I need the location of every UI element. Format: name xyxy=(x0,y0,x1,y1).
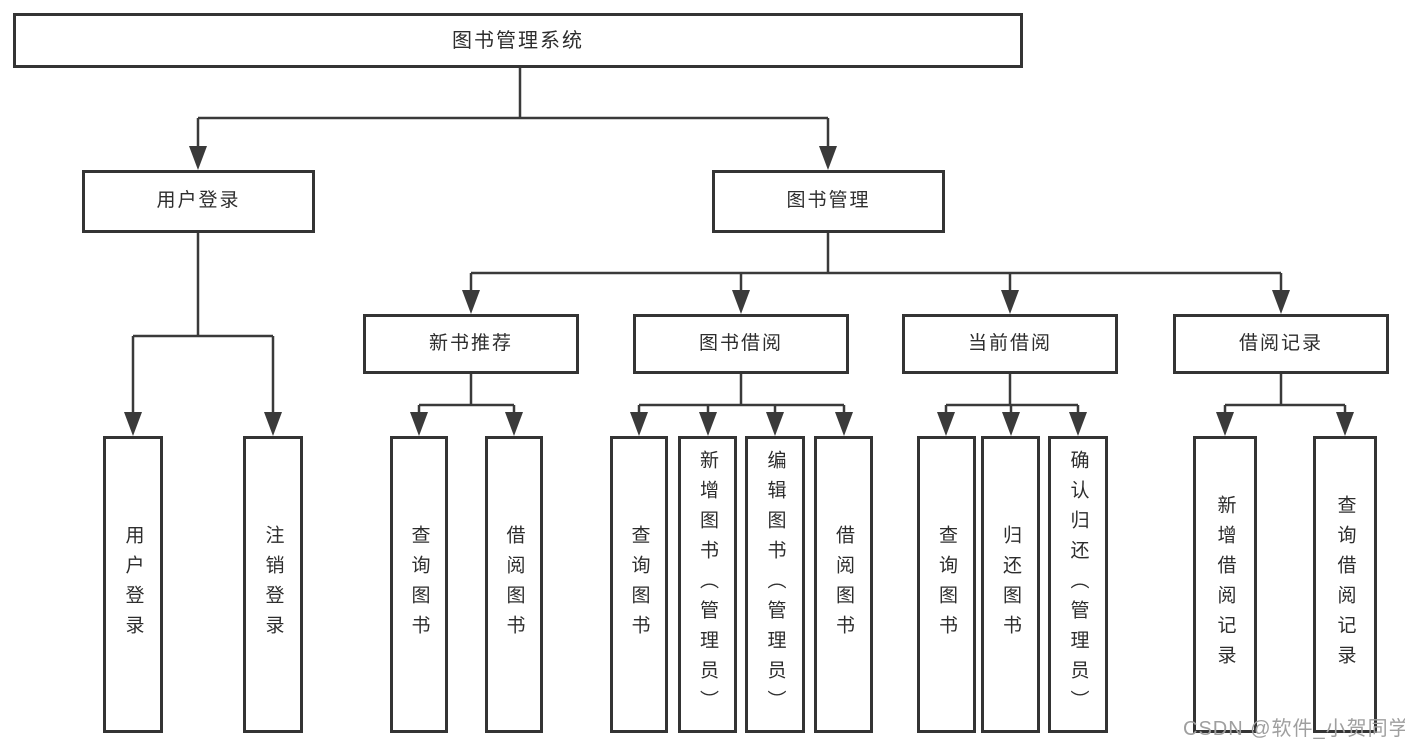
leaf-user-login: 用户登录 xyxy=(103,436,163,733)
leaf-query-borrow-record-label: 查询借阅记录 xyxy=(1334,494,1356,675)
node-user-login-label: 用户登录 xyxy=(156,190,241,212)
leaf-add-book-admin-label: 新增图书（管理员） xyxy=(697,449,718,720)
leaf-query-borrow-record: 查询借阅记录 xyxy=(1313,436,1377,733)
leaf-user-login-label: 用户登录 xyxy=(122,524,144,645)
leaf-logout-label: 注销登录 xyxy=(262,524,284,645)
node-book-borrowing-label: 图书借阅 xyxy=(698,332,783,354)
leaf-borrow-books-recommend-label: 借阅图书 xyxy=(503,524,525,645)
node-book-borrowing: 图书借阅 xyxy=(633,314,849,374)
leaf-return-book: 归还图书 xyxy=(981,436,1040,733)
node-user-login: 用户登录 xyxy=(82,170,315,233)
leaf-confirm-return-admin: 确认归还（管理员） xyxy=(1048,436,1108,733)
node-root: 图书管理系统 xyxy=(13,13,1023,68)
leaf-add-book-admin: 新增图书（管理员） xyxy=(678,436,737,733)
leaf-logout: 注销登录 xyxy=(243,436,303,733)
node-new-book-recommend: 新书推荐 xyxy=(363,314,579,374)
leaf-query-books-recommend-label: 查询图书 xyxy=(408,524,430,645)
leaf-borrow-books-recommend: 借阅图书 xyxy=(485,436,543,733)
leaf-query-books-current: 查询图书 xyxy=(917,436,976,733)
node-current-borrowing: 当前借阅 xyxy=(902,314,1118,374)
arrowheads xyxy=(124,146,1354,436)
leaf-edit-book-admin: 编辑图书（管理员） xyxy=(745,436,805,733)
node-book-management-label: 图书管理 xyxy=(786,190,871,212)
leaf-borrow-books-borrowing-label: 借阅图书 xyxy=(833,524,854,645)
node-root-label: 图书管理系统 xyxy=(452,29,584,52)
leaf-add-borrow-record: 新增借阅记录 xyxy=(1193,436,1257,733)
node-new-book-recommend-label: 新书推荐 xyxy=(428,332,513,354)
leaf-query-books-borrowing-label: 查询图书 xyxy=(628,524,650,645)
leaf-add-borrow-record-label: 新增借阅记录 xyxy=(1214,494,1236,675)
leaf-return-book-label: 归还图书 xyxy=(1000,524,1021,645)
node-borrowing-records-label: 借阅记录 xyxy=(1238,332,1323,354)
node-borrowing-records: 借阅记录 xyxy=(1173,314,1389,374)
watermark: CSDN @软件_小贺同学 xyxy=(1183,718,1405,740)
leaf-borrow-books-borrowing: 借阅图书 xyxy=(814,436,873,733)
leaf-query-books-recommend: 查询图书 xyxy=(390,436,448,733)
node-current-borrowing-label: 当前借阅 xyxy=(967,332,1052,354)
leaf-query-books-current-label: 查询图书 xyxy=(936,524,957,645)
leaf-edit-book-admin-label: 编辑图书（管理员） xyxy=(764,449,786,720)
leaf-query-books-borrowing: 查询图书 xyxy=(610,436,668,733)
node-book-management: 图书管理 xyxy=(712,170,945,233)
tree-edges xyxy=(131,68,1347,414)
leaf-confirm-return-admin-label: 确认归还（管理员） xyxy=(1067,449,1089,720)
